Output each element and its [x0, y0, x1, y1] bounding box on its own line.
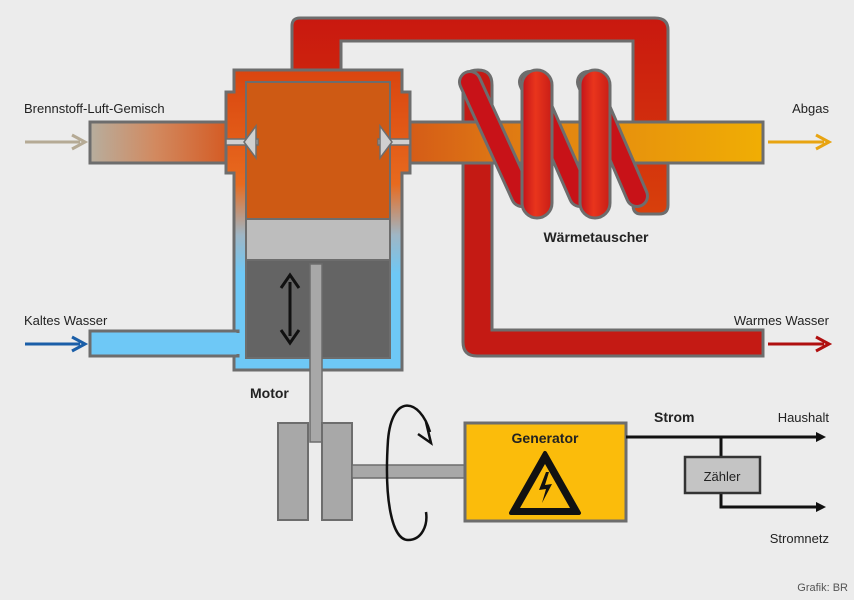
warm-water-label: Warmes Wasser: [734, 313, 830, 328]
electricity-label: Strom: [654, 409, 694, 425]
motor-label: Motor: [250, 385, 289, 401]
warm-water-arrow: [768, 335, 833, 353]
heat-exchanger-label: Wärmetauscher: [543, 229, 649, 245]
cold-water-label: Kaltes Wasser: [24, 313, 108, 328]
combustion-chamber: [245, 81, 391, 220]
cold-water-arrow: [25, 335, 89, 353]
double-arrow-vertical-icon: [279, 272, 301, 346]
high-voltage-warning-icon: [509, 451, 581, 515]
cold-water-joint: [228, 333, 242, 354]
piston: [245, 218, 391, 261]
drive-shaft: [351, 464, 466, 479]
exhaust-valve: [377, 123, 411, 161]
generator-label: Generator: [512, 430, 579, 446]
connecting-rod: [309, 263, 323, 443]
fuel-inlet-duct: [88, 120, 238, 165]
hot-gas-pipe: [290, 16, 670, 216]
rotation-arrow-icon: [385, 404, 433, 542]
grid-label: Stromnetz: [770, 531, 829, 546]
cold-water-pipe: [88, 329, 240, 358]
intake-valve: [225, 123, 259, 161]
exhaust-label: Abgas: [792, 101, 829, 116]
crank: [321, 422, 353, 521]
household-label: Haushalt: [778, 410, 830, 425]
heat-exchanger-coil: [458, 68, 649, 220]
credit-label: Grafik: BR: [797, 582, 848, 594]
meter-box: [683, 455, 762, 495]
exhaust-arrow: [768, 133, 833, 151]
flywheel: [277, 422, 309, 521]
meter-label: Zähler: [704, 469, 742, 484]
fuel-input-label: Brennstoff-Luft-Gemisch: [24, 101, 165, 116]
fuel-arrow: [25, 133, 89, 151]
